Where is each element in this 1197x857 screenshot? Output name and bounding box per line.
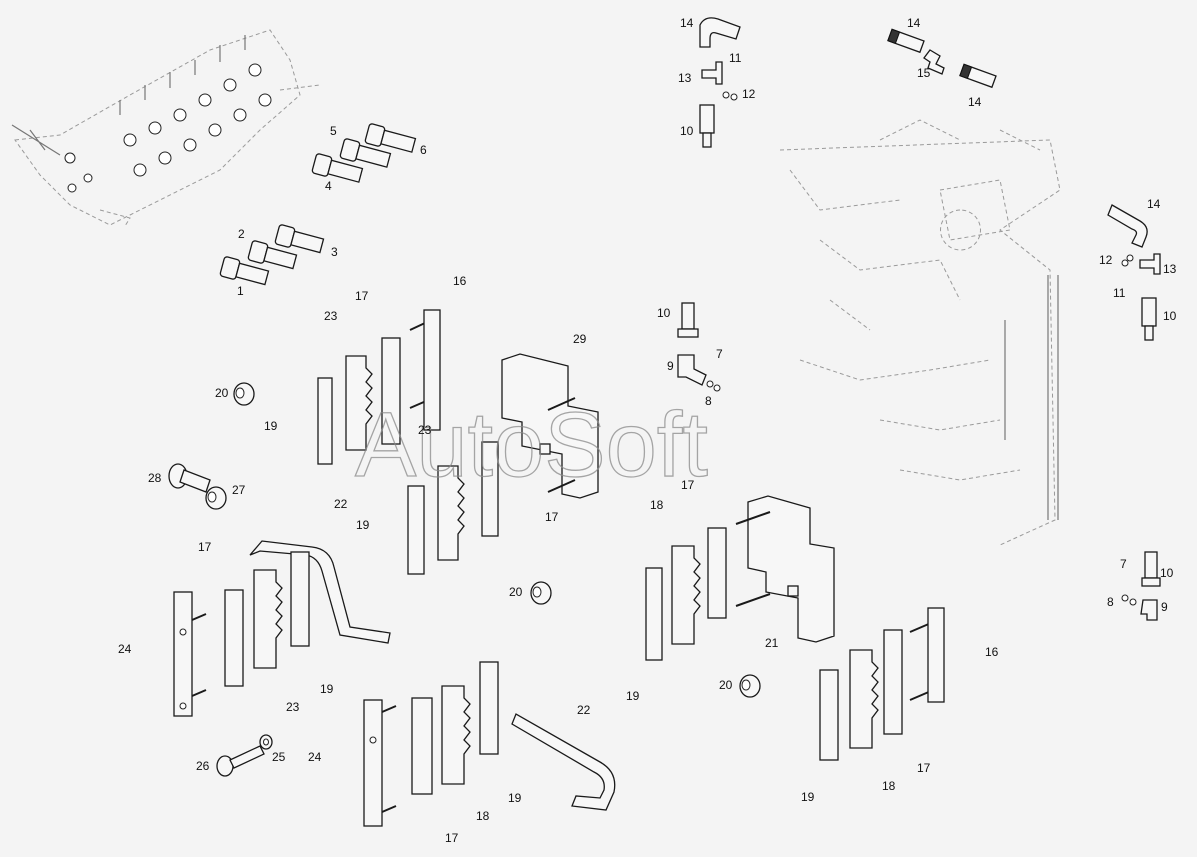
- callout-10: 10: [657, 306, 671, 320]
- bracket-29: [501, 353, 599, 499]
- callout-17: 17: [198, 540, 212, 554]
- callout-3: 3: [331, 245, 338, 259]
- bushing-20-left: [233, 382, 255, 406]
- callout-11: 11: [729, 51, 742, 65]
- bushing-27: [205, 486, 227, 510]
- callout-21: 21: [765, 636, 779, 650]
- callout-10: 10: [1160, 566, 1174, 580]
- clamp-set-c: [173, 551, 310, 717]
- callout-17: 17: [917, 761, 931, 775]
- fitting-group-4-6: [311, 123, 417, 183]
- washer-25: [259, 734, 273, 750]
- callout-17: 17: [355, 289, 369, 303]
- callout-20: 20: [509, 585, 523, 599]
- callout-19: 19: [626, 689, 640, 703]
- callout-17: 17: [445, 831, 459, 845]
- callout-22: 22: [334, 497, 348, 511]
- callout-13: 13: [678, 71, 692, 85]
- callout-18: 18: [650, 498, 664, 512]
- callout-16: 16: [985, 645, 999, 659]
- callout-24: 24: [308, 750, 322, 764]
- callout-17: 17: [545, 510, 559, 524]
- callout-27: 27: [232, 483, 246, 497]
- callout-18: 18: [476, 809, 490, 823]
- callout-25: 25: [272, 750, 286, 764]
- bracket-21: [735, 495, 835, 643]
- callout-15: 15: [917, 66, 931, 80]
- callout-10: 10: [1163, 309, 1177, 323]
- clamp-set-e: [645, 527, 727, 661]
- machine-outline: [779, 119, 1061, 546]
- bent-rod-22-bottom: [511, 713, 616, 811]
- callout-8: 8: [705, 394, 712, 408]
- clamp-set-f: [819, 607, 945, 761]
- callout-1: 1: [237, 284, 244, 298]
- callout-14: 14: [1147, 197, 1161, 211]
- callout-28: 28: [148, 471, 162, 485]
- bushing-20-right: [739, 674, 761, 698]
- hose-fitting-top-right: [887, 28, 997, 89]
- callout-20: 20: [215, 386, 229, 400]
- callout-7: 7: [716, 347, 723, 361]
- callout-22: 22: [577, 703, 591, 717]
- callout-13: 13: [1163, 262, 1177, 276]
- callout-14: 14: [968, 95, 982, 109]
- callout-19: 19: [356, 518, 370, 532]
- valve-block: [11, 29, 321, 227]
- callout-18: 18: [882, 779, 896, 793]
- callout-10: 10: [680, 124, 694, 138]
- callout-14: 14: [680, 16, 694, 30]
- callout-12: 12: [1099, 253, 1113, 267]
- elbow-fitting-right: [1107, 204, 1161, 341]
- callout-labels: 1 2 3 4 5 6 14 11 13 12 10 14 15 14 14 1…: [118, 16, 1177, 845]
- callout-19: 19: [320, 682, 334, 696]
- bolt-28: [168, 463, 211, 493]
- fitting-group-1-3: [219, 224, 325, 286]
- bushing-20-middle: [530, 581, 552, 605]
- callout-6: 6: [420, 143, 427, 157]
- callout-11: 11: [1113, 286, 1126, 300]
- callout-26: 26: [196, 759, 210, 773]
- callout-7: 7: [1120, 557, 1127, 571]
- callout-9: 9: [667, 359, 674, 373]
- callout-19: 19: [264, 419, 278, 433]
- callout-23: 23: [418, 423, 432, 437]
- clamp-set-b: [407, 441, 499, 575]
- callout-19: 19: [508, 791, 522, 805]
- callout-20: 20: [719, 678, 733, 692]
- callout-9: 9: [1161, 600, 1168, 614]
- callout-24: 24: [118, 642, 132, 656]
- callout-17: 17: [681, 478, 695, 492]
- clamp-set-d: [363, 661, 499, 827]
- elbow-fitting-top-center: [699, 17, 741, 148]
- callout-8: 8: [1107, 595, 1114, 609]
- callout-19: 19: [801, 790, 815, 804]
- callout-14: 14: [907, 16, 921, 30]
- callout-29: 29: [573, 332, 587, 346]
- callout-23: 23: [286, 700, 300, 714]
- watermark-text: AutoSoft: [355, 394, 708, 496]
- bolt-26: [216, 745, 265, 777]
- callout-5: 5: [330, 124, 337, 138]
- callout-16: 16: [453, 274, 467, 288]
- callout-4: 4: [325, 179, 332, 193]
- clamp-set-a: [317, 309, 441, 465]
- bent-rod-22-top: [249, 540, 391, 644]
- fitting-cluster-center: [677, 302, 721, 392]
- callout-12: 12: [742, 87, 756, 101]
- callout-23: 23: [324, 309, 338, 323]
- fitting-cluster-bottom-right: [1121, 551, 1161, 621]
- callout-2: 2: [238, 227, 245, 241]
